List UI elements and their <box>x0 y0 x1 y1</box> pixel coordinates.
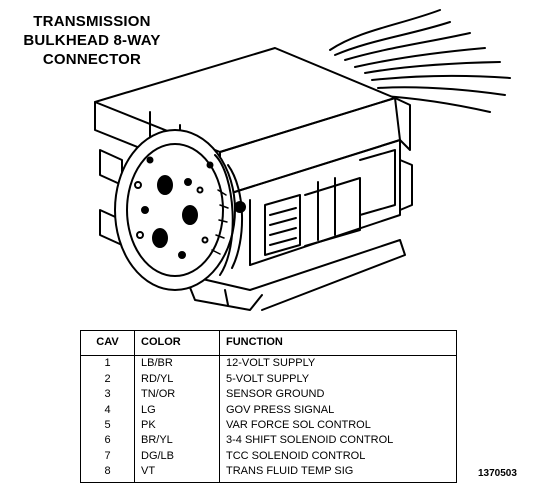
cav-cell: 7 <box>104 449 111 462</box>
cav-cell: 4 <box>104 403 111 416</box>
function-cell: SENSOR GROUND <box>219 387 457 403</box>
connector-illustration <box>94 9 511 311</box>
color-cell: BR/YL <box>134 433 220 449</box>
table-row: 2 RD/YL 5-VOLT SUPPLY <box>81 371 457 388</box>
cav-cell: 2 <box>104 372 111 385</box>
cav-cell: 8 <box>104 465 111 478</box>
cav-cell: 6 <box>104 434 111 447</box>
color-cell: LG <box>134 402 220 419</box>
title-line-1: TRANSMISSION <box>33 13 151 30</box>
table-row: 3 TN/OR SENSOR GROUND <box>81 387 457 403</box>
title-line-3: CONNECTOR <box>42 51 142 68</box>
function-cell: GOV PRESS SIGNAL <box>219 402 457 419</box>
wire-bundle <box>329 9 511 113</box>
color-cell: TN/OR <box>134 387 220 403</box>
table-row: 4 LG GOV PRESS SIGNAL <box>81 402 457 419</box>
header-color: COLOR <box>134 330 220 357</box>
table-header-row: CAV COLOR FUNCTION <box>80 330 457 357</box>
title-line-2: BULKHEAD 8-WAY <box>23 32 161 49</box>
pinout-table: CAV COLOR FUNCTION 1 LB/BR 12-VOLT SUPPL… <box>80 330 457 483</box>
function-cell: 12-VOLT SUPPLY <box>219 355 457 372</box>
function-cell: TRANS FLUID TEMP SIG <box>219 464 457 483</box>
table-row: 1 LB/BR 12-VOLT SUPPLY <box>81 355 457 372</box>
figure-number: 1370503 <box>478 468 517 479</box>
cav-cell: 3 <box>104 388 111 401</box>
table-row: 6 BR/YL 3-4 SHIFT SOLENOID CONTROL <box>81 433 457 449</box>
diagram-title: TRANSMISSION BULKHEAD 8-WAY CONNECTOR <box>8 12 176 69</box>
table-row: 8 VT TRANS FLUID TEMP SIG <box>81 464 457 483</box>
color-cell: PK <box>134 418 220 434</box>
cav-cell: 1 <box>104 357 111 370</box>
color-cell: VT <box>134 464 220 483</box>
function-cell: TCC SOLENOID CONTROL <box>219 448 457 465</box>
header-cav: CAV <box>80 330 135 357</box>
color-cell: RD/YL <box>134 371 220 388</box>
header-function: FUNCTION <box>219 330 457 357</box>
cav-cell: 5 <box>104 419 111 432</box>
color-cell: LB/BR <box>134 355 220 372</box>
color-cell: DG/LB <box>134 448 220 465</box>
function-cell: 5-VOLT SUPPLY <box>219 371 457 388</box>
function-cell: 3-4 SHIFT SOLENOID CONTROL <box>219 433 457 449</box>
function-cell: VAR FORCE SOL CONTROL <box>219 418 457 434</box>
table-row: 5 PK VAR FORCE SOL CONTROL <box>81 418 457 434</box>
table-row: 7 DG/LB TCC SOLENOID CONTROL <box>81 448 457 465</box>
